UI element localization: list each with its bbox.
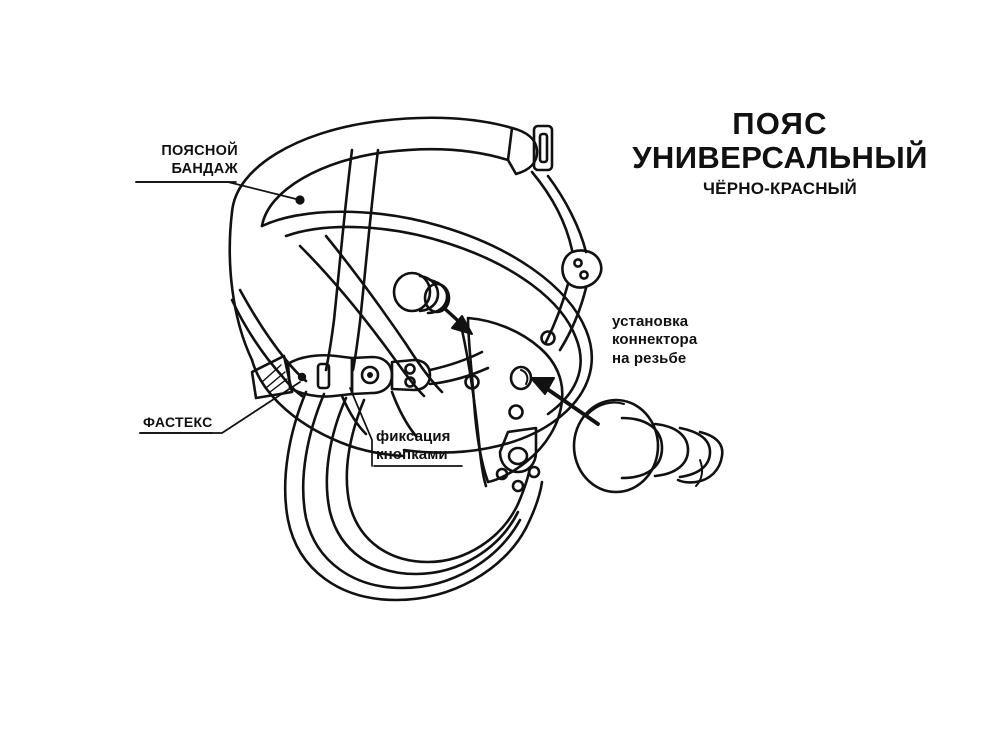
triangular-tab-hatching [261,364,288,393]
thigh-strap-inner-edge [345,398,520,564]
hip-strap-adjuster [561,249,603,289]
fastex-release-dot [297,372,307,382]
callout-threaded-connector-line3: на резьбе [612,349,687,367]
threaded-connector-thread [520,369,529,385]
waist-band-left-outer [228,210,254,362]
triangular-webbing-tab [250,354,294,400]
title-block: ПОЯС УНИВЕРСАЛЬНЫЙ ЧЁРНО-КРАСНЫЙ [600,108,960,198]
slider-hole-upper [404,363,416,375]
thigh-strap-outer-edge [301,392,522,590]
snap-button-center [367,372,373,378]
adjuster-keeper-top [532,124,554,172]
two-hole-slider [390,358,432,392]
callout-threaded-connector: установка коннектора на резьбе [612,313,697,368]
waist-band-top-outer [230,116,514,214]
callout-snap-fixation-line2: кнопками [376,446,448,464]
panel-eyelet-mid [508,404,524,420]
thigh-strap-join-right-outer [524,480,544,530]
hip-adjuster-hole-lower [579,270,589,280]
callout-threaded-connector-line1: установка [612,313,689,330]
callout-waist-band-line1: ПОЯСНОЙ [161,143,238,159]
panel-eyelet-lower-left [495,467,509,481]
panel-eyelet-top [540,330,556,346]
slider-hole-lower [404,376,416,388]
strap-buckle-to-thigh [340,394,368,436]
large-connector-base-highlight [587,401,625,415]
large-connector-ring-1 [653,422,690,478]
callout-threaded-connector-line2: коннектора [612,331,698,349]
page-title-line1: ПОЯС [732,106,828,141]
thigh-strap-outer [283,390,528,602]
arrow-plug-to-belt [442,306,473,335]
panel-lower-tongue [498,426,538,474]
snap-button-eyelet [360,365,380,385]
webbing-buckle-to-panel-bottom [428,366,490,386]
page-subtitle: ЧЁРНО-КРАСНЫЙ [703,179,857,199]
belt-ring-far-edge [260,210,594,454]
belt-ring-inner-edge [284,225,582,416]
callout-fastex-line1: ФАСТЕКС [143,414,213,430]
fastex-slot [316,362,331,390]
large-connector-neck [620,416,664,480]
large-connector-tip-crease [695,459,704,487]
callout-snap-fixation: фиксация кнопками [376,428,451,465]
callout-fastex: ФАСТЕКС [143,414,213,431]
belt-ring-bottom-left [250,358,406,458]
small-connector-tip [423,282,451,314]
hip-adjuster-hole-upper [573,258,583,268]
strap-hip-to-panel [544,282,570,344]
large-connector-base-plate [572,398,660,494]
adjuster-keeper-slot [538,132,549,164]
strap-buckle-to-thigh-b [390,390,418,438]
waist-band-end-cap [506,126,539,176]
waist-band-top-inner [260,147,510,228]
harness-body [135,116,724,602]
strap-band-to-hip-adjuster-edge [546,174,588,254]
callout-waist-band: ПОЯСНОЙ БАНДАЖ [146,143,238,178]
callout-snap-fixation-line1: фиксация [376,428,451,445]
large-connector-ring-2 [678,426,712,479]
panel-tongue-eyelet [507,446,529,466]
crotch-panel-inner-edge [460,328,488,488]
panel-eyelet-left [464,374,480,390]
vertical-strap-left-edge [351,148,380,372]
leader-snap-fixation [349,387,373,467]
arrow-plug-to-threaded-ring [530,377,600,426]
strap-band-to-hip-adjuster [530,170,574,252]
large-connector-tip [676,430,724,484]
strap-hip-to-panel-edge [558,286,588,352]
panel-eyelet-bottom [511,479,525,493]
callout-underlines [135,181,463,467]
small-connector-base [392,271,432,313]
thigh-strap-join-right [516,466,532,506]
webbing-buckle-to-panel-top [428,350,484,372]
callout-waist-band-line2: БАНДАЖ [171,160,238,177]
page-title-line2: УНИВЕРСАЛЬНЫЙ [632,139,928,175]
thigh-strap-inner [325,396,520,576]
inner-diagonal-strap-a [298,244,426,398]
